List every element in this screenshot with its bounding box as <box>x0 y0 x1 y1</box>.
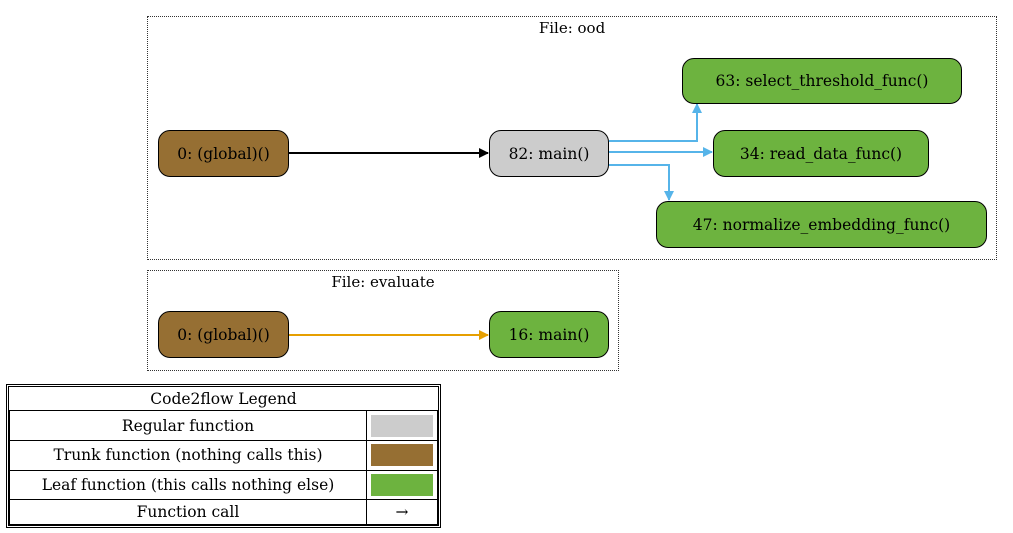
node-evaluate-global[interactable]: 0: (global)() <box>158 311 289 358</box>
leaf-swatch <box>371 474 433 497</box>
arrow-icon: → <box>366 499 438 525</box>
cluster-ood-title: File: ood <box>538 19 606 37</box>
node-normalize-embedding[interactable]: 47: normalize_embedding_func() <box>656 201 987 248</box>
legend: Code2flow Legend Regular function Trunk … <box>6 384 441 528</box>
node-evaluate-main[interactable]: 16: main() <box>489 311 609 358</box>
cluster-evaluate-title: File: evaluate <box>331 273 435 291</box>
edge-main-to-normalize <box>609 164 674 201</box>
cluster-evaluate: File: evaluate <box>147 270 619 371</box>
legend-swatch-trunk <box>366 440 438 471</box>
legend-label-trunk: Trunk function (nothing calls this) <box>9 440 367 471</box>
legend-table: Code2flow Legend Regular function Trunk … <box>9 387 438 525</box>
node-read-data[interactable]: 34: read_data_func() <box>713 130 929 177</box>
legend-label-leaf: Leaf function (this calls nothing else) <box>9 469 367 501</box>
legend-swatch-regular <box>366 410 438 442</box>
node-ood-main[interactable]: 82: main() <box>489 130 609 177</box>
edge-main-to-select-threshold <box>609 103 702 142</box>
node-select-threshold[interactable]: 63: select_threshold_func() <box>682 58 962 104</box>
legend-title: Code2flow Legend <box>9 387 438 412</box>
regular-swatch <box>371 414 433 437</box>
trunk-swatch <box>371 444 433 467</box>
legend-swatch-leaf <box>366 469 438 501</box>
legend-label-regular: Regular function <box>9 410 367 442</box>
node-ood-global[interactable]: 0: (global)() <box>158 130 289 177</box>
legend-label-function-call: Function call <box>9 499 367 525</box>
cluster-ood: File: ood <box>147 16 997 260</box>
